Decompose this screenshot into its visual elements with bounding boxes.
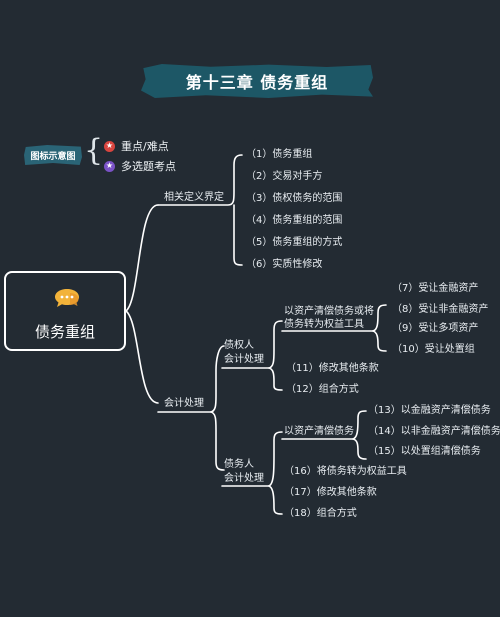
root-node: 债务重组 <box>4 271 126 351</box>
creditor-sub-label-line1: 以资产清偿债务或将 <box>284 306 374 317</box>
debtor-asset-item: （14）以非金融资产清偿债务 <box>368 426 500 437</box>
debtor-label-line1: 债务人 <box>224 459 254 470</box>
legend-label: 多选题考点 <box>121 160 176 173</box>
chat-bubbles-icon <box>55 289 79 307</box>
connector-creditor <box>221 320 283 391</box>
connector-root-accounting <box>125 310 159 404</box>
creditor-asset-item: （10）受让处置组 <box>392 344 475 355</box>
debtor-asset-item: （13）以金融资产清偿债务 <box>368 405 491 416</box>
definition-item: （5）债务重组的方式 <box>246 237 343 248</box>
creditor-label-line1: 债权人 <box>224 340 254 351</box>
page-title: 第十三章 债务重组 <box>185 73 329 92</box>
connector-debtor <box>221 431 283 515</box>
connector-root-definition <box>125 204 159 312</box>
star-badge-icon: ★ <box>104 140 115 152</box>
definition-item: （2）交易对手方 <box>246 171 323 182</box>
connector-definition-brace <box>157 154 243 266</box>
debtor-label-line2: 会计处理 <box>224 473 264 484</box>
branch-definition: 相关定义界定 <box>164 192 224 203</box>
star-badge-icon: ★ <box>104 160 115 172</box>
title-banner <box>141 64 373 98</box>
definition-item: （4）债务重组的范围 <box>246 215 343 226</box>
branch-accounting: 会计处理 <box>164 398 204 409</box>
definition-item: （3）债权债务的范围 <box>246 193 343 204</box>
connector-accounting-split <box>157 345 225 471</box>
debtor-item: （17）修改其他条款 <box>284 487 377 498</box>
connector-creditor-sub <box>281 304 387 352</box>
legend-brace: { <box>84 133 104 168</box>
debtor-sub-label: 以资产清偿债务 <box>284 426 354 437</box>
definition-item: （1）债务重组 <box>246 149 313 160</box>
creditor-item: （12）组合方式 <box>286 384 359 395</box>
creditor-asset-item: （7）受让金融资产 <box>392 283 479 294</box>
definition-item: （6）实质性修改 <box>246 259 323 270</box>
connector-debtor-sub <box>281 410 367 460</box>
creditor-asset-item: （9）受让多项资产 <box>392 323 479 334</box>
creditor-label-line2: 会计处理 <box>224 354 264 365</box>
debtor-item: （18）组合方式 <box>284 508 357 519</box>
legend-tag: 图标示意图 <box>24 145 82 165</box>
debtor-item: （16）将债务转为权益工具 <box>284 466 407 477</box>
legend-item-multiple-choice: ★ 多选题考点 <box>104 158 176 174</box>
creditor-item: （11）修改其他条款 <box>286 363 379 374</box>
legend-item-key-point: ★ 重点/难点 <box>104 138 169 154</box>
debtor-asset-item: （15）以处置组清偿债务 <box>368 446 481 457</box>
creditor-asset-item: （8）受让非金融资产 <box>392 304 489 315</box>
legend-label: 重点/难点 <box>121 140 169 153</box>
root-label: 债务重组 <box>34 323 95 341</box>
creditor-sub-label-line2: 债务转为权益工具 <box>284 319 364 330</box>
